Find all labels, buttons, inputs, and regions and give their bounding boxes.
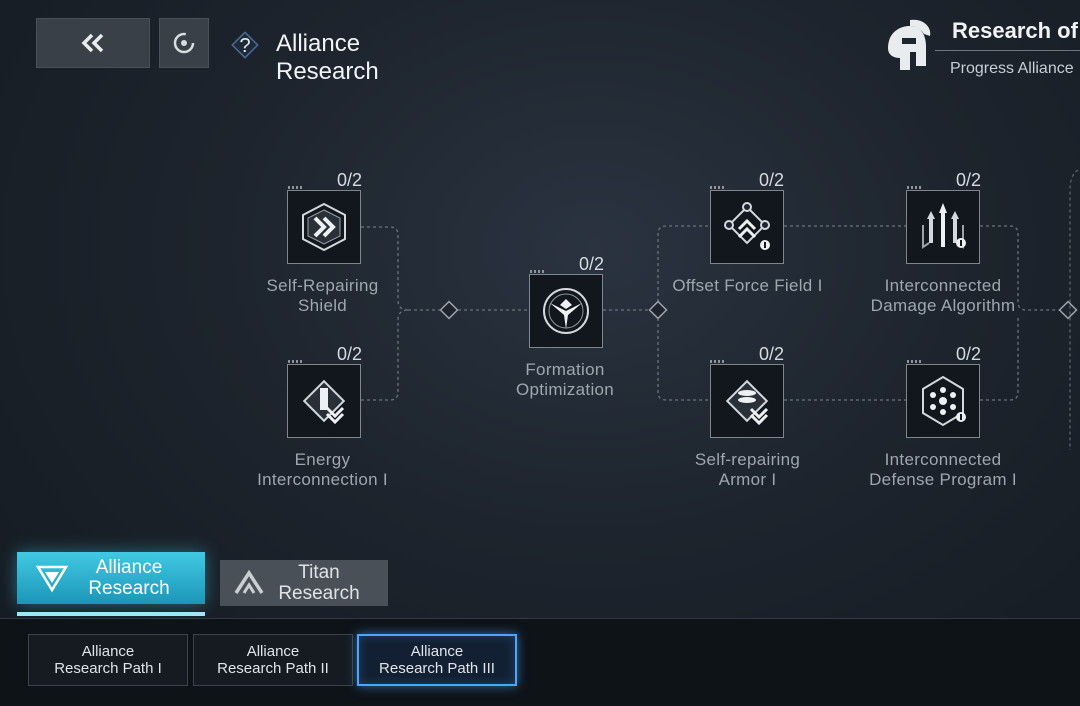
- refresh-button[interactable]: [159, 18, 209, 68]
- page-title: Alliance Research: [276, 30, 379, 85]
- level-dots: [288, 360, 304, 363]
- tab-alliance-research[interactable]: Alliance Research: [17, 552, 205, 604]
- connector-diamond-1: [439, 300, 459, 320]
- node-count: 0/2: [955, 170, 981, 190]
- node-self-repairing-armor[interactable]: 0/2 Self-repairing Armor I: [665, 342, 840, 492]
- node-energy-interconnection[interactable]: 0/2 Energy Interconnection I: [240, 342, 420, 492]
- research-of-title: Research of: [952, 18, 1078, 43]
- shield-chevron-icon: [302, 202, 346, 252]
- help-button[interactable]: ?: [228, 28, 262, 62]
- node-icon-frame[interactable]: [529, 274, 603, 348]
- node-formation-optimization[interactable]: 0/2 Formation Optimization: [490, 252, 650, 402]
- defense-network-icon: [922, 375, 966, 427]
- level-dots: [530, 270, 546, 273]
- progress-alliance-label: Progress Alliance: [950, 60, 1074, 77]
- node-icon-frame[interactable]: [710, 364, 784, 438]
- node-icon-frame[interactable]: [906, 364, 980, 438]
- titan-chevron-icon: [234, 569, 264, 594]
- path-label: Alliance Research Path I: [54, 643, 162, 677]
- node-label: Formation Optimization: [515, 360, 615, 399]
- node-interconnected-defense[interactable]: 0/2 Interconnected Defense Program I: [858, 342, 1033, 492]
- tab-label: Titan Research: [278, 562, 360, 604]
- svg-text:?: ?: [239, 35, 250, 57]
- node-label: Interconnected Defense Program I: [869, 450, 1017, 489]
- refresh-icon: [173, 32, 195, 54]
- path-label: Alliance Research Path III: [379, 643, 495, 677]
- node-icon-frame[interactable]: [906, 190, 980, 264]
- question-diamond-icon: ?: [231, 31, 259, 59]
- node-label: Interconnected Damage Algorithm: [870, 276, 1016, 315]
- node-icon-frame[interactable]: [287, 364, 361, 438]
- node-count: 0/2: [336, 344, 362, 364]
- connector-diamond-3: [1058, 300, 1078, 320]
- header-divider: [935, 50, 1080, 51]
- level-dots: [907, 186, 923, 189]
- node-label: Offset Force Field I: [672, 276, 823, 295]
- node-label: Self-Repairing Shield: [266, 276, 379, 315]
- tab-titan-research[interactable]: Titan Research: [220, 560, 388, 606]
- node-count: 0/2: [336, 170, 362, 190]
- connector-diamond-2: [648, 300, 668, 320]
- alliance-triangle-icon: [35, 565, 69, 593]
- double-chevron-left-icon: [81, 33, 104, 53]
- path-label: Alliance Research Path II: [217, 643, 329, 677]
- level-dots: [907, 360, 923, 363]
- back-button[interactable]: [36, 18, 150, 68]
- node-interconnected-damage[interactable]: 0/2 Interconnected Damage Algorithm: [858, 168, 1033, 318]
- node-count: 0/2: [758, 344, 784, 364]
- damage-arrows-icon: [922, 203, 966, 249]
- level-dots: [710, 360, 726, 363]
- node-offset-force-field[interactable]: 0/2 Offset Force Field I: [665, 168, 840, 318]
- level-dots: [288, 186, 304, 189]
- node-count: 0/2: [758, 170, 784, 190]
- node-icon-frame[interactable]: [710, 190, 784, 264]
- node-label: Self-repairing Armor I: [694, 450, 801, 489]
- node-icon-frame[interactable]: [287, 190, 361, 264]
- force-field-icon: [724, 202, 770, 250]
- active-tab-indicator: [17, 612, 205, 616]
- node-self-repairing-shield[interactable]: 0/2 Self-Repairing Shield: [240, 168, 410, 318]
- formation-target-icon: [543, 288, 589, 334]
- level-dots: [710, 186, 726, 189]
- alliance-emblem: [880, 14, 936, 74]
- node-count: 0/2: [578, 254, 604, 274]
- path-button-2[interactable]: Alliance Research Path II: [193, 634, 353, 686]
- path-button-3[interactable]: Alliance Research Path III: [357, 634, 517, 686]
- armor-plates-icon: [725, 379, 769, 426]
- tab-label: Alliance Research: [88, 557, 170, 599]
- energy-pillar-icon: [302, 379, 346, 425]
- node-label: Energy Interconnection I: [257, 450, 388, 489]
- path-button-1[interactable]: Alliance Research Path I: [28, 634, 188, 686]
- node-count: 0/2: [955, 344, 981, 364]
- spartan-helmet-icon: [888, 19, 931, 70]
